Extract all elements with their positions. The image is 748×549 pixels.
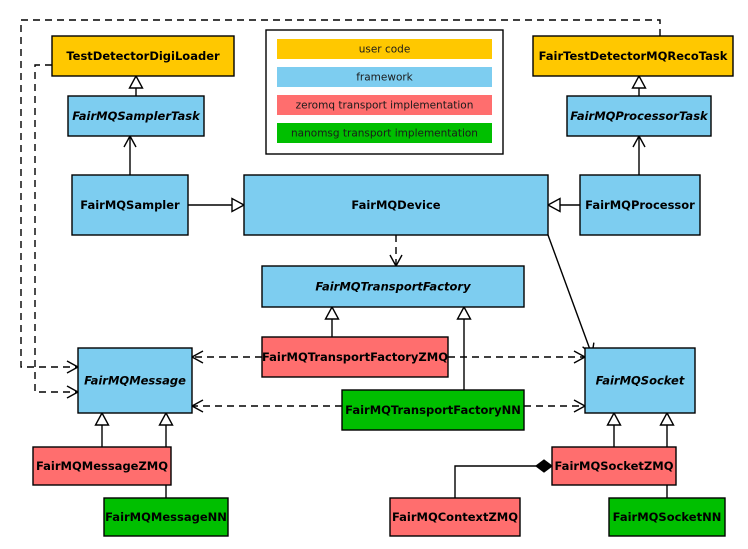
edge-sampler-to-samplertask xyxy=(123,134,137,175)
edge-contextzmq-to-socketzmq xyxy=(454,459,553,498)
class-node-box[interactable] xyxy=(566,95,712,137)
inheritance-arrowhead xyxy=(231,197,246,213)
class-node-FairMQTransportFactoryNN[interactable]: FairMQTransportFactoryNN xyxy=(341,389,525,431)
class-node-box[interactable] xyxy=(551,446,677,486)
edge-factoryzmq-to-factory xyxy=(324,305,340,337)
legend-item-user: user code xyxy=(277,39,492,59)
class-node-FairMQTransportFactoryZMQ[interactable]: FairMQTransportFactoryZMQ xyxy=(261,336,449,378)
edge-device-to-socket xyxy=(547,234,595,357)
inheritance-arrowhead xyxy=(324,305,340,320)
class-node-FairMQDevice[interactable]: FairMQDevice xyxy=(243,174,549,236)
class-node-FairMQMessageNN[interactable]: FairMQMessageNN xyxy=(103,497,229,537)
class-node-box[interactable] xyxy=(51,35,235,77)
edge-line xyxy=(20,19,661,368)
legend-color-swatch xyxy=(277,39,492,59)
class-node-FairMQMessageZMQ[interactable]: FairMQMessageZMQ xyxy=(32,446,172,486)
inheritance-arrowhead xyxy=(631,74,647,89)
edge-line xyxy=(34,64,78,393)
legend-item-framework: framework xyxy=(277,67,492,87)
class-node-FairMQProcessorTask[interactable]: FairMQProcessorTask xyxy=(566,95,712,137)
inheritance-arrowhead xyxy=(546,197,561,213)
class-node-box[interactable] xyxy=(608,497,726,537)
edge-factorynn-to-message xyxy=(190,399,342,413)
inheritance-arrowhead xyxy=(158,411,174,426)
class-node-FairMQSamplerTask[interactable]: FairMQSamplerTask xyxy=(67,95,205,137)
class-node-FairMQProcessor[interactable]: FairMQProcessor xyxy=(579,174,701,236)
edge-factorynn-to-socket xyxy=(524,399,587,413)
edge-processor-to-device xyxy=(546,197,580,213)
class-node-FairMQSampler[interactable]: FairMQSampler xyxy=(71,174,189,236)
inheritance-arrowhead xyxy=(456,305,472,320)
edge-line xyxy=(547,234,593,356)
composition-diamond xyxy=(535,459,553,473)
class-node-box[interactable] xyxy=(67,95,205,137)
edge-factoryzmq-to-message xyxy=(190,350,262,364)
class-node-FairMQSocketZMQ[interactable]: FairMQSocketZMQ xyxy=(551,446,677,486)
class-node-TestDetectorDigiLoader[interactable]: TestDetectorDigiLoader xyxy=(51,35,235,77)
class-node-box[interactable] xyxy=(32,446,172,486)
class-node-box[interactable] xyxy=(532,35,734,77)
legend-color-swatch xyxy=(277,123,492,143)
legend-panel: user code framework zeromq transport imple… xyxy=(265,29,504,155)
edge-socketzmq-to-socket xyxy=(606,411,622,447)
edge-line xyxy=(454,465,536,498)
edge-processortask-to-recotask xyxy=(631,74,647,96)
class-node-box[interactable] xyxy=(103,497,229,537)
edge-factorynn-to-factory xyxy=(456,305,472,390)
class-node-box[interactable] xyxy=(243,174,549,236)
class-node-box[interactable] xyxy=(579,174,701,236)
edge-factoryzmq-to-socket xyxy=(448,350,587,364)
edge-messagezmq-to-message xyxy=(94,411,110,447)
class-node-box[interactable] xyxy=(77,347,193,414)
legend-item-nanomsg: nanomsg transport implementation xyxy=(277,123,492,143)
class-node-box[interactable] xyxy=(389,497,521,537)
class-node-FairMQSocket[interactable]: FairMQSocket xyxy=(584,347,696,414)
edge-device-to-transportfactory xyxy=(389,235,403,268)
class-node-FairMQSocketNN[interactable]: FairMQSocketNN xyxy=(608,497,726,537)
inheritance-arrowhead xyxy=(606,411,622,426)
class-node-box[interactable] xyxy=(341,389,525,431)
inheritance-arrowhead xyxy=(94,411,110,426)
edge-samplertask-to-digiloader xyxy=(128,74,144,96)
class-node-box[interactable] xyxy=(261,336,449,378)
class-node-FairMQTransportFactory[interactable]: FairMQTransportFactory xyxy=(261,265,525,308)
legend-color-swatch xyxy=(277,67,492,87)
edge-processor-to-processortask xyxy=(632,134,646,175)
class-node-box[interactable] xyxy=(71,174,189,236)
legend-color-swatch xyxy=(277,95,492,115)
inheritance-arrowhead xyxy=(659,411,675,426)
class-node-FairMQContextZMQ[interactable]: FairMQContextZMQ xyxy=(389,497,521,537)
legend-item-zeromq: zeromq transport implementation xyxy=(277,95,492,115)
class-node-box[interactable] xyxy=(584,347,696,414)
inheritance-arrowhead xyxy=(128,74,144,89)
class-node-FairMQMessage[interactable]: FairMQMessage xyxy=(77,347,193,414)
class-node-FairTestDetectorMQRecoTask[interactable]: FairTestDetectorMQRecoTask xyxy=(532,35,734,77)
nodes-layer: TestDetectorDigiLoaderFairMQSamplerTaskF… xyxy=(32,35,734,537)
class-node-box[interactable] xyxy=(261,265,525,308)
edge-sampler-to-device xyxy=(188,197,246,213)
